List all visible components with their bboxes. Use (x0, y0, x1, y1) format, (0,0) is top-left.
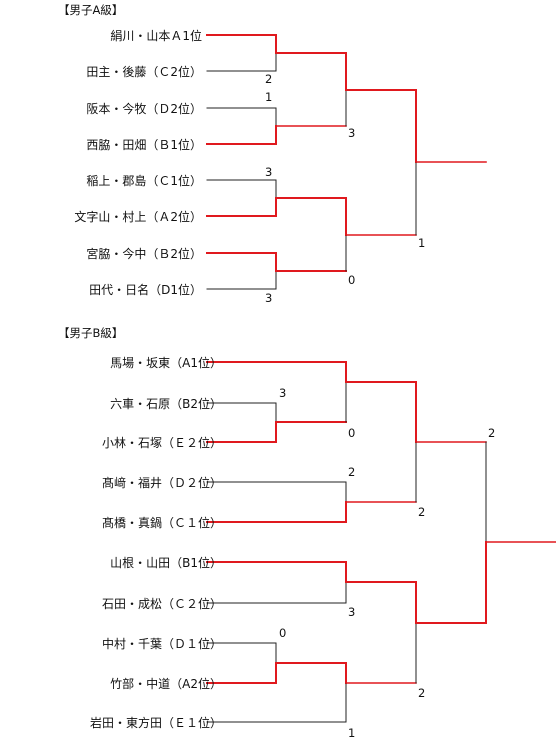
team-b-10: 岩田・東方田（Ｅ１位） (89, 716, 222, 730)
bracket-b-lines (206, 361, 556, 723)
score-b-2: 0 (348, 426, 356, 440)
score-a-2: 1 (265, 90, 273, 104)
team-a-6: 文字山・村上（Ａ2位） (74, 210, 202, 224)
score-b-5: 2 (418, 505, 426, 519)
team-b-5: 髙橋・真鍋（Ｃ１位） (101, 516, 222, 530)
bracket-b-title: 【男子B級】 (58, 326, 124, 340)
team-b-3: 小林・石塚（Ｅ２位） (101, 436, 222, 450)
team-b-8: 中村・千葉（Ｄ１位） (101, 637, 222, 651)
bracket-a-title: 【男子A級】 (58, 3, 124, 17)
team-b-4: 髙﨑・福井（Ｄ２位） (101, 476, 222, 490)
score-b-3: 2 (488, 426, 496, 440)
score-a-6: 3 (265, 291, 273, 305)
score-a-4: 3 (265, 165, 273, 179)
bracket-a-lines (206, 34, 487, 290)
team-b-1: 馬場・坂東（A1位） (110, 356, 222, 370)
team-a-4: 西脇・田畑（Ｂ1位） (86, 138, 202, 152)
team-b-7: 石田・成松（Ｃ２位） (101, 597, 222, 611)
score-a-5: 0 (348, 273, 356, 287)
score-b-4: 2 (348, 465, 356, 479)
team-b-2: 六車・石原（B2位） (110, 397, 222, 411)
score-b-1: 3 (279, 386, 287, 400)
team-a-1: 絹川・山本Ａ1位 (110, 29, 202, 43)
team-a-8: 田代・日名（D1位） (89, 283, 202, 297)
team-a-2: 田主・後藤（Ｃ2位） (86, 65, 202, 79)
score-a-3: 3 (348, 126, 356, 140)
team-a-3: 阪本・今牧（Ｄ2位） (86, 102, 202, 116)
score-a-1: 2 (265, 72, 273, 86)
score-b-7: 0 (279, 626, 287, 640)
score-b-9: 1 (348, 726, 356, 740)
team-a-7: 宮脇・今中（Ｂ2位） (86, 247, 202, 261)
score-b-8: 2 (418, 686, 426, 700)
team-b-9: 竹部・中道（A2位） (110, 677, 222, 691)
score-a-7: 1 (418, 236, 426, 250)
score-b-6: 3 (348, 605, 356, 619)
team-a-5: 稲上・郡島（Ｃ1位） (86, 174, 202, 188)
team-b-6: 山根・山田（B1位） (110, 556, 222, 570)
